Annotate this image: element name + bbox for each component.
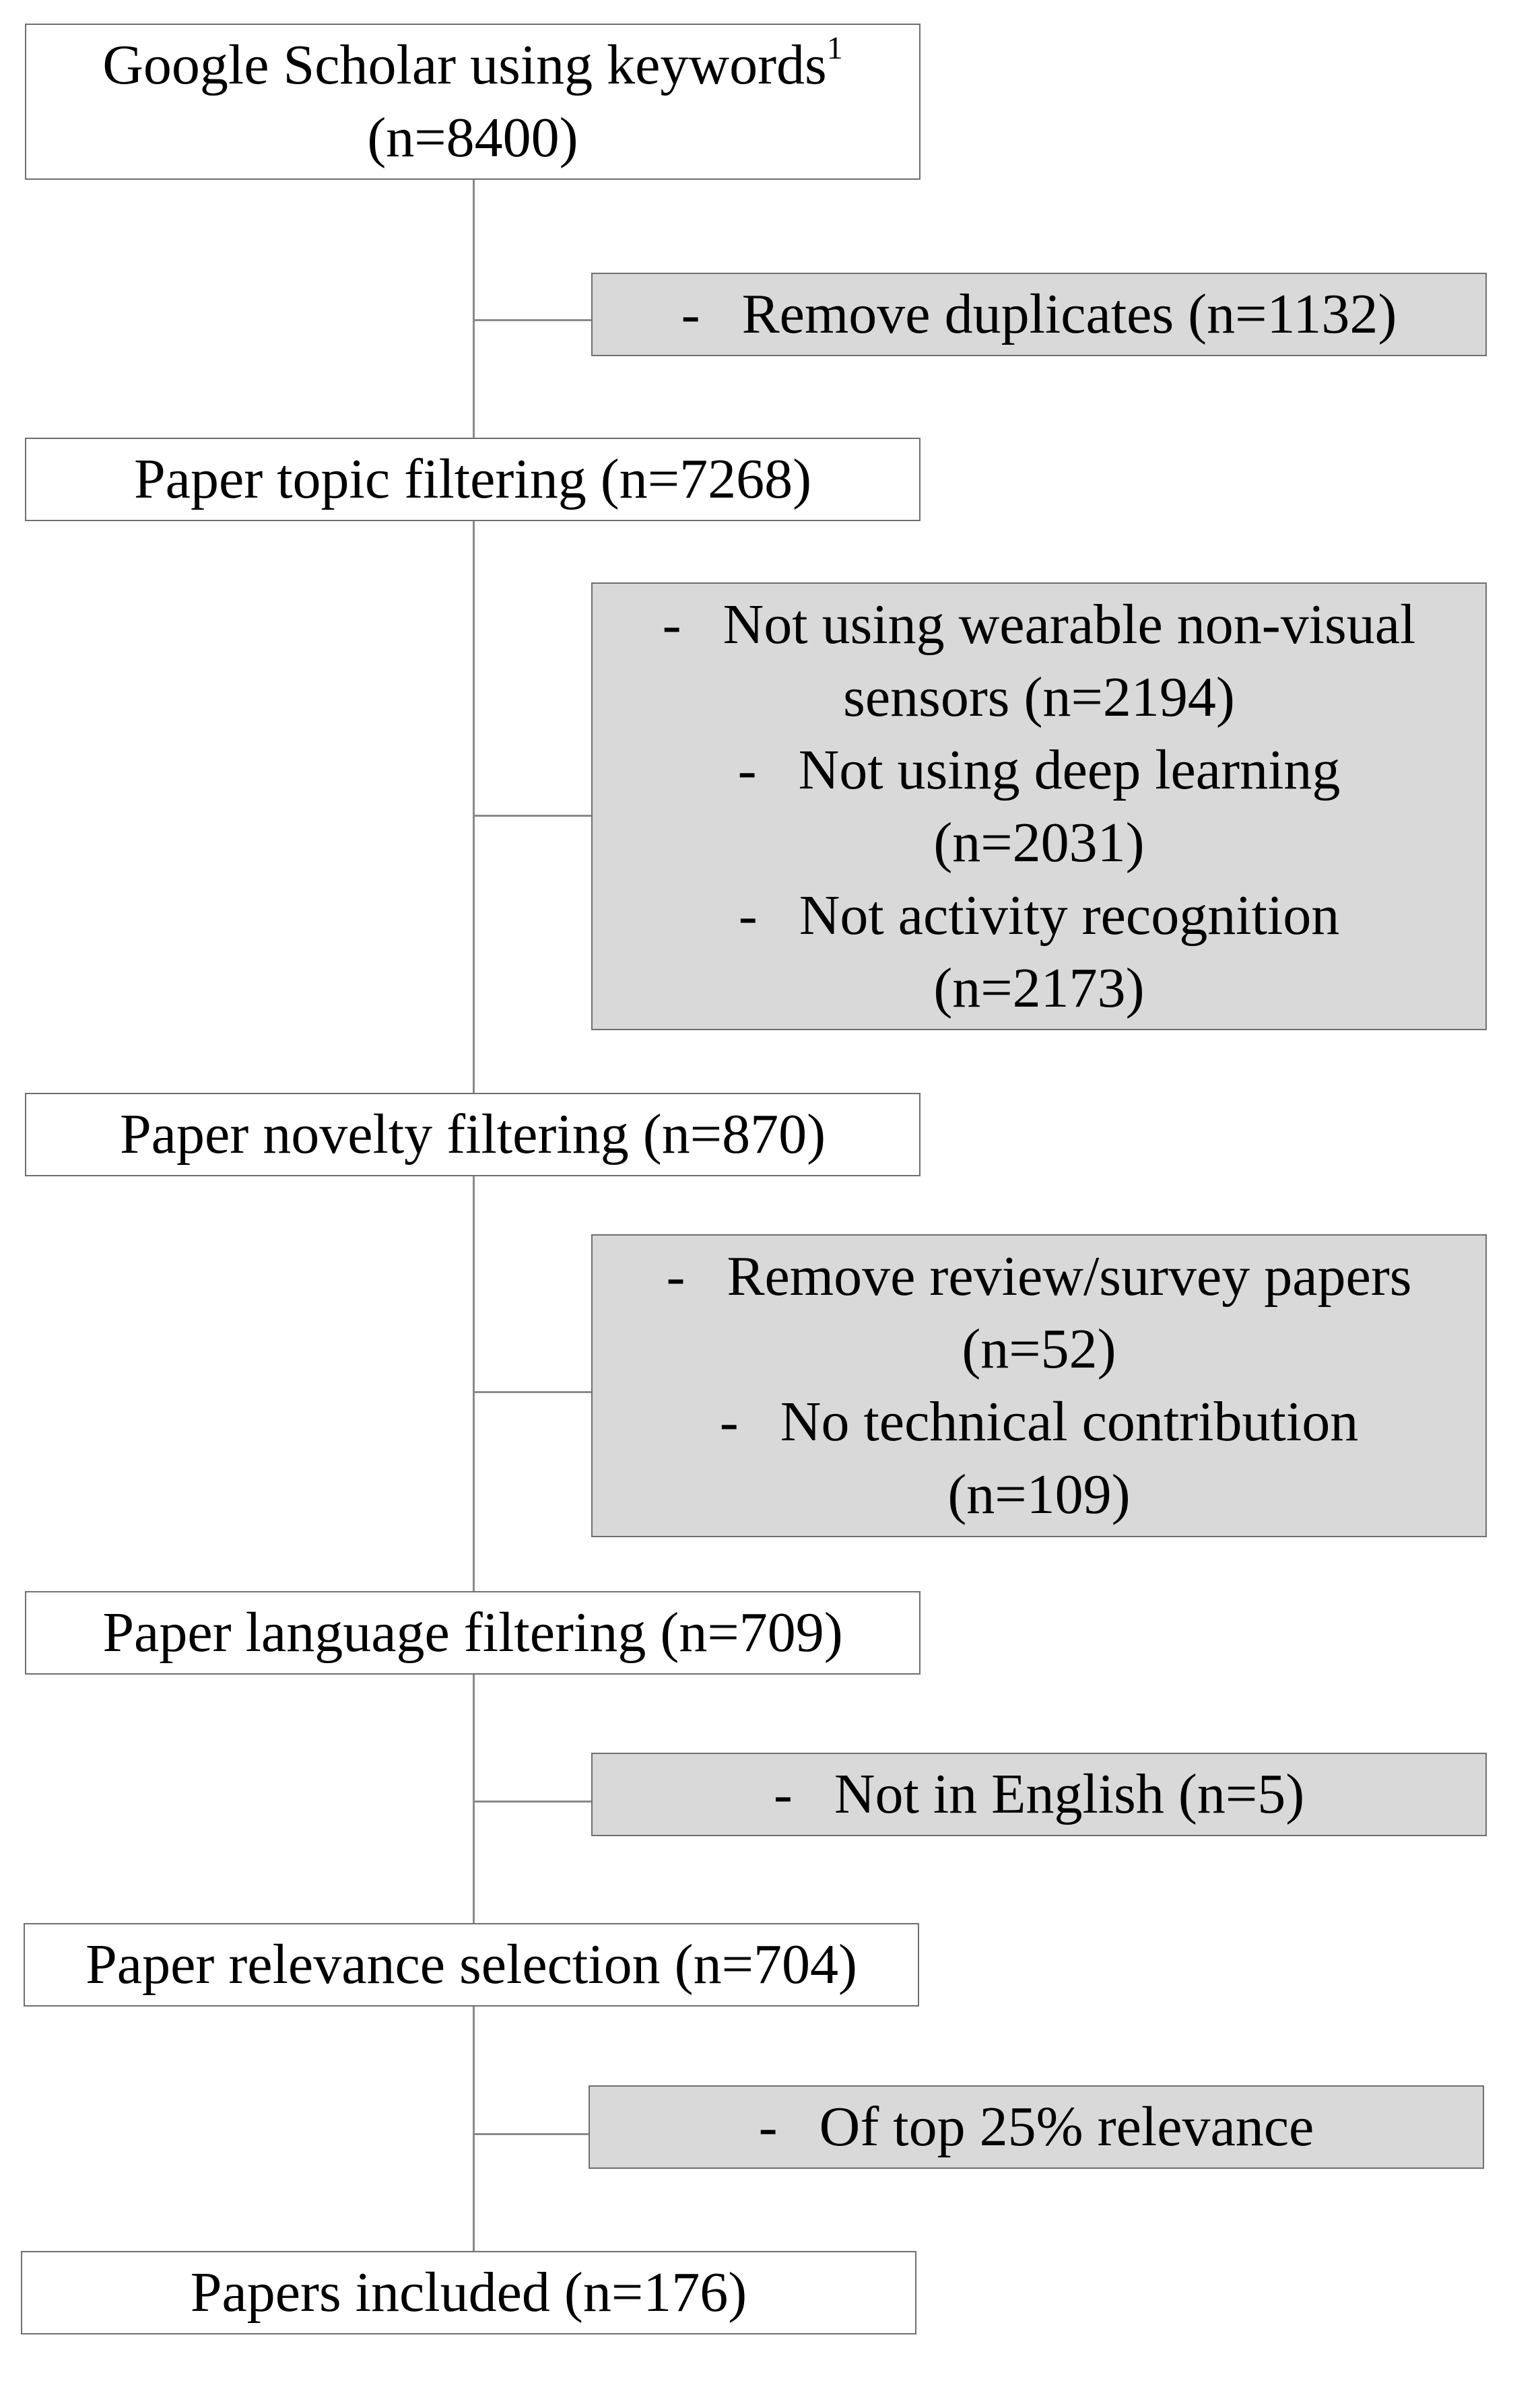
exclusion-item: -Remove duplicates (n=1132) bbox=[681, 278, 1397, 351]
step-topic-filtering-label: Paper topic filtering (n=7268) bbox=[133, 448, 812, 510]
step-box-topic-filtering: Paper topic filtering (n=7268) bbox=[25, 438, 920, 521]
exclusion-box-novelty: -Remove review/survey papers (n=52) -No … bbox=[591, 1234, 1487, 1537]
exclusion-box-topic: -Not using wearable non-visual sensors (… bbox=[591, 582, 1487, 1030]
step-novelty-filtering-label: Paper novelty filtering (n=870) bbox=[119, 1103, 826, 1166]
step-papers-included-label: Papers included (n=176) bbox=[190, 2261, 747, 2324]
step-box-novelty-filtering: Paper novelty filtering (n=870) bbox=[25, 1093, 920, 1176]
bullet-dash: - bbox=[662, 593, 681, 656]
branch-connector-5 bbox=[473, 2133, 589, 2135]
step-box-relevance-selection: Paper relevance selection (n=704) bbox=[24, 1923, 919, 2007]
bullet-dash: - bbox=[773, 1763, 793, 1825]
bullet-dash: - bbox=[738, 883, 758, 947]
exclusion-item: -Not in English (n=5) bbox=[774, 1758, 1304, 1831]
exclusion-item-continuation: sensors (n=2194) bbox=[843, 665, 1235, 729]
exclusion-item: -No technical contribution bbox=[720, 1386, 1358, 1458]
exclusion-item-continuation: (n=2031) bbox=[933, 811, 1145, 874]
step-language-filtering-label: Paper language filtering (n=709) bbox=[102, 1601, 843, 1664]
bullet-dash: - bbox=[758, 2095, 778, 2158]
exclusion-item: -Remove review/survey papers bbox=[667, 1240, 1412, 1313]
exclusion-box-relevance: -Of top 25% relevance bbox=[589, 2085, 1484, 2169]
step-search-count: (n=8400) bbox=[367, 106, 578, 169]
branch-connector-3 bbox=[473, 1391, 591, 1393]
bullet-dash: - bbox=[737, 738, 757, 801]
exclusion-box-duplicates: -Remove duplicates (n=1132) bbox=[591, 273, 1487, 356]
exclusion-item: -Of top 25% relevance bbox=[759, 2091, 1314, 2163]
step-search-label: Google Scholar using keywords1 bbox=[102, 30, 843, 97]
branch-connector-1 bbox=[473, 319, 591, 321]
bullet-dash: - bbox=[681, 283, 700, 345]
footnote-marker: 1 bbox=[826, 30, 843, 66]
branch-connector-2 bbox=[473, 815, 591, 817]
step-box-search: Google Scholar using keywords1 (n=8400) bbox=[25, 24, 920, 180]
exclusion-item: -Not using deep learning bbox=[738, 734, 1341, 807]
exclusion-box-language: -Not in English (n=5) bbox=[591, 1753, 1487, 1836]
bullet-dash: - bbox=[719, 1390, 739, 1453]
branch-connector-4 bbox=[473, 1801, 591, 1803]
bullet-dash: - bbox=[666, 1245, 685, 1308]
step-box-language-filtering: Paper language filtering (n=709) bbox=[25, 1591, 920, 1675]
flow-trunk-line bbox=[473, 178, 475, 2252]
exclusion-item: -Not using wearable non-visual bbox=[663, 588, 1416, 661]
exclusion-item-continuation: (n=52) bbox=[962, 1318, 1116, 1380]
step-relevance-selection-label: Paper relevance selection (n=704) bbox=[86, 1933, 857, 1996]
exclusion-item-continuation: (n=2173) bbox=[933, 956, 1145, 1019]
exclusion-item-continuation: (n=109) bbox=[947, 1463, 1131, 1526]
exclusion-item: -Not activity recognition bbox=[739, 879, 1339, 952]
step-box-papers-included: Papers included (n=176) bbox=[21, 2251, 916, 2334]
